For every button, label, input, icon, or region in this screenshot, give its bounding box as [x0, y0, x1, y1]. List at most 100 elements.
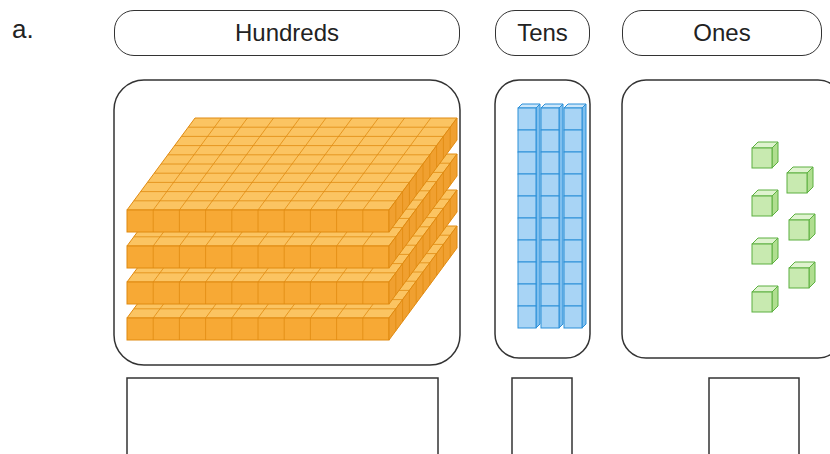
hundreds-panel	[114, 80, 460, 365]
cube-side	[772, 142, 778, 168]
rod-side	[559, 104, 563, 328]
grid-line	[423, 236, 424, 258]
one-cube	[752, 286, 778, 312]
grid-line	[416, 209, 417, 231]
grid-line	[436, 254, 437, 276]
rod-cube	[541, 152, 559, 174]
rod-cube	[518, 306, 536, 328]
cube-front	[752, 292, 772, 312]
flat-front	[127, 282, 389, 304]
grid-line	[363, 118, 431, 210]
grid-line	[436, 218, 437, 240]
grid-line	[443, 136, 444, 158]
cube-side	[772, 190, 778, 216]
cube-side	[809, 214, 815, 240]
rod-cube	[564, 284, 582, 306]
grid-line	[179, 282, 180, 304]
rod-cube	[518, 130, 536, 152]
grid-line	[429, 263, 430, 285]
grid-line	[336, 282, 337, 304]
one-cube	[752, 190, 778, 216]
cube-front	[752, 244, 772, 264]
flat-front	[127, 318, 389, 340]
rod-cube	[541, 196, 559, 218]
cube-side	[809, 262, 815, 288]
grid-line	[429, 191, 430, 213]
grid-line	[395, 309, 396, 331]
grid-line	[402, 192, 403, 214]
cube-front	[789, 268, 809, 288]
column-header: Ones	[622, 10, 822, 56]
answer-box	[709, 378, 799, 454]
grid-line	[205, 318, 206, 340]
grid-line	[395, 201, 396, 223]
grid-line	[429, 155, 430, 177]
grid-line	[310, 246, 311, 268]
grid-line	[153, 246, 154, 268]
grid-line	[450, 235, 451, 257]
grid-line	[258, 210, 259, 232]
ten-rod	[541, 104, 563, 328]
rod-side	[582, 104, 586, 328]
tens-panel	[495, 80, 590, 358]
answer-box	[127, 378, 438, 454]
rod-cube	[541, 174, 559, 196]
grid-line	[362, 210, 363, 232]
grid-line	[231, 210, 232, 232]
grid-line	[310, 318, 311, 340]
grid-line	[258, 318, 259, 340]
grid-line	[153, 210, 154, 232]
grid-line	[395, 273, 396, 295]
one-cube	[789, 214, 815, 240]
rod-cube	[518, 218, 536, 240]
grid-line	[336, 210, 337, 232]
rod-cube	[541, 284, 559, 306]
column-header: Tens	[495, 10, 590, 56]
rod-cube	[564, 262, 582, 284]
rod-cube	[518, 284, 536, 306]
grid-line	[416, 173, 417, 195]
grid-line	[153, 282, 154, 304]
rod-cube	[541, 306, 559, 328]
grid-line	[436, 182, 437, 204]
header-text: Ones	[693, 19, 750, 47]
grid-line	[409, 290, 410, 312]
grid-line	[443, 172, 444, 194]
rod-cube	[564, 174, 582, 196]
item-label: a.	[12, 14, 34, 45]
grid-line	[450, 199, 451, 221]
rod-cube	[564, 240, 582, 262]
grid-line	[284, 282, 285, 304]
grid-line	[409, 182, 410, 204]
grid-line	[284, 246, 285, 268]
rod-cube	[518, 174, 536, 196]
one-cubes	[752, 142, 815, 312]
grid-line	[450, 127, 451, 149]
grid-line	[443, 208, 444, 230]
grid-line	[179, 210, 180, 232]
grid-line	[362, 318, 363, 340]
grid-line	[337, 118, 405, 210]
rod-cube	[564, 152, 582, 174]
grid-line	[310, 118, 378, 210]
rod-cube	[518, 152, 536, 174]
ten-rods	[518, 104, 586, 328]
grid-line	[179, 246, 180, 268]
grid-line	[205, 210, 206, 232]
cube-front	[752, 196, 772, 216]
one-cube	[752, 238, 778, 264]
grid-line	[284, 318, 285, 340]
hundred-flats	[127, 118, 457, 340]
rod-cube	[518, 262, 536, 284]
grid-line	[416, 281, 417, 303]
grid-line	[168, 154, 430, 155]
rod-cube	[564, 218, 582, 240]
grid-line	[205, 246, 206, 268]
grid-line	[231, 246, 232, 268]
grid-line	[336, 246, 337, 268]
flat-side	[389, 118, 457, 232]
grid-line	[258, 282, 259, 304]
cube-front	[787, 173, 807, 193]
rod-cube	[564, 130, 582, 152]
grid-line	[450, 163, 451, 185]
